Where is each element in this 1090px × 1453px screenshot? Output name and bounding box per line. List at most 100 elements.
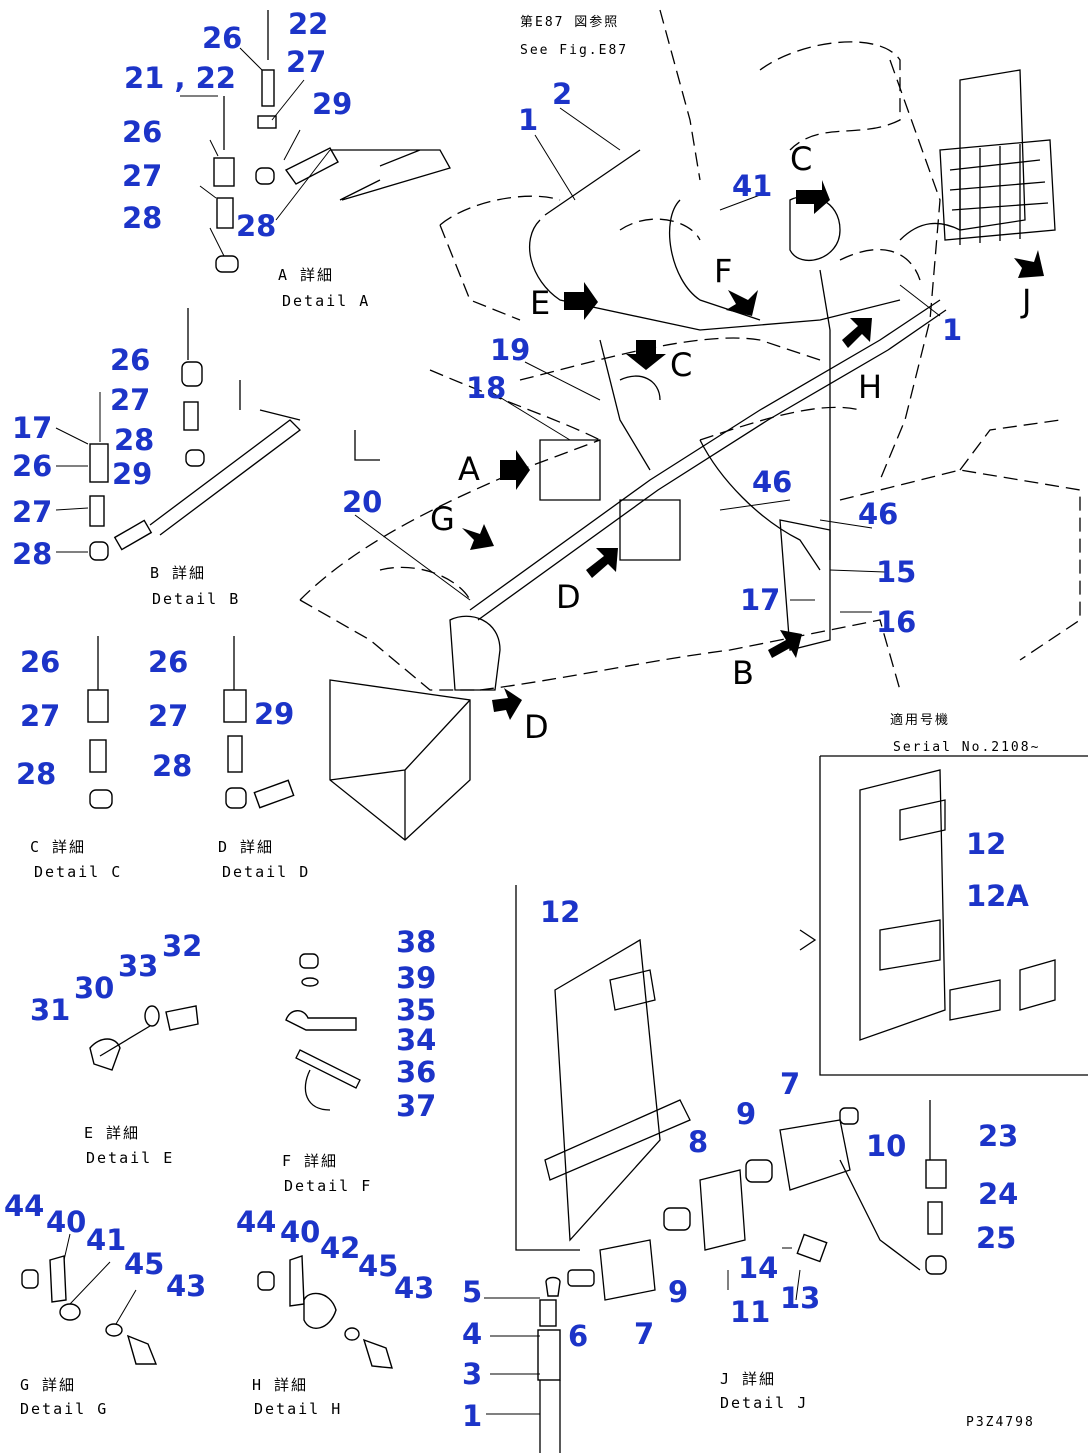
- main-assembly-drawing: [299, 9, 1081, 841]
- callout-17: 17: [740, 583, 780, 617]
- serial-note-jp: 適用号機: [890, 712, 950, 728]
- caption-h-en: Detail H: [254, 1400, 342, 1418]
- see-figure-note-jp: 第E87 図参照: [520, 14, 619, 30]
- callout-7: 7: [780, 1067, 800, 1101]
- callout-1: 1: [518, 103, 538, 137]
- callout-28: 28: [12, 537, 52, 571]
- callout-17: 17: [12, 411, 52, 445]
- caption-b-en: Detail B: [152, 590, 240, 608]
- caption-e-en: Detail E: [86, 1149, 174, 1167]
- view-letter-c-mid: C: [670, 346, 692, 384]
- callout-26: 26: [20, 645, 60, 679]
- callout-38: 38: [396, 925, 436, 959]
- callout-4: 4: [462, 1317, 482, 1351]
- callout-7: 7: [634, 1317, 654, 1351]
- callout-29: 29: [112, 457, 152, 491]
- see-figure-note-en: See Fig.E87: [520, 43, 628, 58]
- caption-f-jp: F 詳細: [282, 1152, 338, 1170]
- view-letters: C F J E C H A G D B D: [430, 140, 1031, 746]
- callout-20: 20: [342, 485, 382, 519]
- callout-46: 46: [858, 497, 898, 531]
- callout-31: 31: [30, 993, 70, 1027]
- view-letter-d-mid: D: [556, 578, 581, 616]
- detail-parts-drawings: [21, 10, 1088, 1453]
- callout-15: 15: [876, 555, 916, 589]
- callout-26: 26: [122, 115, 162, 149]
- callout-46: 46: [752, 465, 792, 499]
- view-letter-d-low: D: [524, 708, 549, 746]
- callout-2: 2: [552, 77, 572, 111]
- drawing-code: P3Z4798: [966, 1415, 1035, 1430]
- callout-12: 12: [966, 827, 1006, 861]
- callout-28: 28: [152, 749, 192, 783]
- callout-12a: 12A: [966, 879, 1029, 913]
- view-letter-a: A: [458, 450, 480, 488]
- callout-27: 27: [12, 495, 52, 529]
- callout-40: 40: [280, 1215, 320, 1249]
- callout-8: 8: [688, 1125, 708, 1159]
- callout-21-22: 21 , 22: [124, 61, 236, 95]
- view-letter-h: H: [858, 368, 882, 406]
- callout-36: 36: [396, 1055, 436, 1089]
- callout-27: 27: [148, 699, 188, 733]
- callout-27: 27: [110, 383, 150, 417]
- serial-note: 適用号機 Serial No.2108~: [890, 712, 1038, 755]
- callout-10: 10: [866, 1129, 906, 1163]
- detail-captions: A 詳細 Detail A B 詳細 Detail B C 詳細 Detail …: [20, 266, 806, 1418]
- callout-26: 26: [148, 645, 188, 679]
- caption-h-jp: H 詳細: [252, 1376, 308, 1394]
- reference-note: 第E87 図参照 See Fig.E87: [520, 14, 628, 58]
- callout-26: 26: [12, 449, 52, 483]
- callout-16: 16: [876, 605, 916, 639]
- caption-a-en: Detail A: [282, 292, 370, 310]
- caption-e-jp: E 詳細: [84, 1124, 140, 1142]
- caption-g-jp: G 詳細: [20, 1376, 76, 1394]
- callout-43: 43: [394, 1271, 434, 1305]
- callout-9: 9: [668, 1275, 688, 1309]
- callout-28: 28: [114, 423, 154, 457]
- callout-30: 30: [74, 971, 114, 1005]
- callout-18: 18: [466, 371, 506, 405]
- view-letter-b: B: [732, 654, 754, 692]
- callout-6: 6: [568, 1319, 588, 1353]
- callout-25: 25: [976, 1221, 1016, 1255]
- callout-40: 40: [46, 1205, 86, 1239]
- view-letter-f: F: [714, 252, 732, 290]
- caption-b-jp: B 詳細: [150, 564, 206, 582]
- callout-27: 27: [122, 159, 162, 193]
- callout-27: 27: [286, 45, 326, 79]
- callout-23: 23: [978, 1119, 1018, 1153]
- callout-19: 19: [490, 333, 530, 367]
- callout-1: 1: [942, 313, 962, 347]
- callout-24: 24: [978, 1177, 1018, 1211]
- callout-26: 26: [202, 21, 242, 55]
- callout-41: 41: [86, 1223, 126, 1257]
- callout-28: 28: [122, 201, 162, 235]
- part-callouts: 22 26 27 29 21 , 22 26 27 28 28 26 27 28…: [4, 7, 1029, 1433]
- caption-c-en: Detail C: [34, 863, 122, 881]
- caption-c-jp: C 詳細: [30, 838, 86, 856]
- caption-g-en: Detail G: [20, 1400, 108, 1418]
- caption-f-en: Detail F: [284, 1177, 372, 1195]
- callout-43: 43: [166, 1269, 206, 1303]
- callout-29: 29: [254, 697, 294, 731]
- callout-9: 9: [736, 1097, 756, 1131]
- callout-44: 44: [236, 1205, 276, 1239]
- callout-22: 22: [288, 7, 328, 41]
- view-letter-j: J: [1020, 282, 1031, 320]
- callout-27: 27: [20, 699, 60, 733]
- callout-44: 44: [4, 1189, 44, 1223]
- callout-28: 28: [16, 757, 56, 791]
- callout-28: 28: [236, 209, 276, 243]
- caption-j-jp: J 詳細: [720, 1370, 776, 1388]
- caption-d-jp: D 詳細: [218, 838, 274, 856]
- callout-42: 42: [320, 1231, 360, 1265]
- callout-14: 14: [738, 1251, 778, 1285]
- callout-41: 41: [732, 169, 772, 203]
- callout-45: 45: [358, 1249, 398, 1283]
- callout-45: 45: [124, 1247, 164, 1281]
- callout-29: 29: [312, 87, 352, 121]
- callout-39: 39: [396, 961, 436, 995]
- callout-33: 33: [118, 949, 158, 983]
